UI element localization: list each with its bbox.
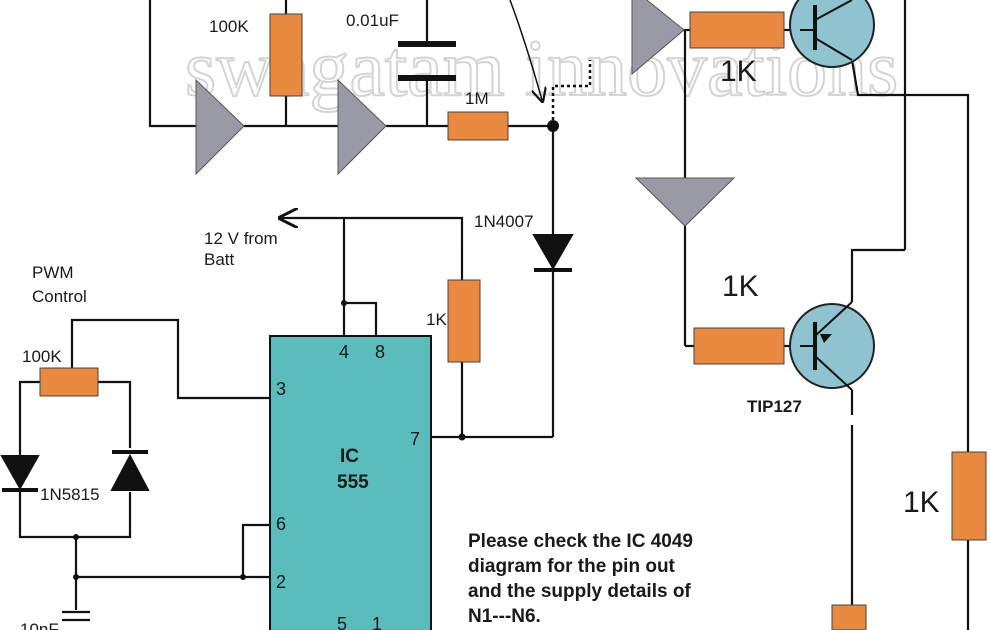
resistor-100k-pwm (39, 367, 99, 397)
pin-5: 5 (337, 614, 347, 630)
diodes (0, 234, 574, 492)
pin-2: 2 (276, 572, 286, 592)
resistor-1k-right (951, 451, 987, 541)
pwm-label-line1: PWM (32, 263, 74, 282)
label-1n4007: 1N4007 (474, 212, 534, 231)
label-1m: 1M (465, 89, 489, 108)
buffer-n3 (631, 0, 685, 76)
pin-6: 6 (276, 514, 286, 534)
label-100k-top: 100K (209, 17, 249, 36)
diode-1n5815-right (110, 453, 150, 491)
note-line2: diagram for the pin out (468, 556, 676, 577)
resistors (39, 11, 987, 630)
label-cap-001uf: 0.01uF (346, 11, 399, 30)
pin-3: 3 (276, 379, 286, 399)
wires (18, 0, 970, 630)
note-line4: N1---N6. (468, 606, 541, 627)
pin-4: 4 (339, 342, 349, 362)
buffers (195, 0, 736, 227)
pwm-label-line2: Control (32, 287, 87, 306)
resistor-1m (447, 111, 509, 141)
resistor-1k-top (689, 11, 785, 49)
label-100k-pwm: 100K (22, 347, 62, 366)
capacitor-0.01uf (398, 41, 456, 81)
buffer-n2 (337, 78, 387, 176)
ic-name-line1: IC (340, 446, 359, 467)
label-1n5815: 1N5815 (40, 485, 100, 504)
ic-555 (269, 335, 432, 630)
note-line3: and the supply details of (468, 581, 691, 602)
junctions (73, 120, 559, 580)
supply-label-line1: 12 V from (204, 229, 278, 248)
pointer-arrow (509, 0, 542, 100)
pin-1: 1 (372, 614, 382, 630)
resistor-100k-top (269, 13, 303, 97)
resistor-1k-bottom (693, 327, 785, 365)
note-line1: Please check the IC 4049 (468, 531, 693, 552)
pin-7: 7 (410, 429, 420, 449)
pin-8: 8 (375, 342, 385, 362)
diode-1n5815-left (0, 455, 40, 491)
label-1k-pin7: 1K (426, 310, 447, 329)
buffer-n1 (195, 78, 245, 176)
ic-name-line2: 555 (337, 472, 369, 493)
dotted-link (551, 60, 592, 126)
label-1k-top: 1K (720, 55, 757, 88)
diode-1n4007 (532, 234, 574, 271)
transistor-tip127 (789, 301, 875, 391)
supply-label-line2: Batt (204, 250, 235, 269)
resistor-1k-pin7 (447, 279, 481, 363)
label-tip127: TIP127 (747, 397, 802, 416)
resistor-bottom-partial (831, 604, 867, 630)
label-1k-right: 1K (903, 486, 940, 519)
label-10nf: 10nF (20, 620, 59, 630)
label-1k-bottom: 1K (722, 270, 759, 303)
transistor-top (789, 0, 875, 68)
buffer-n4 (634, 177, 736, 227)
